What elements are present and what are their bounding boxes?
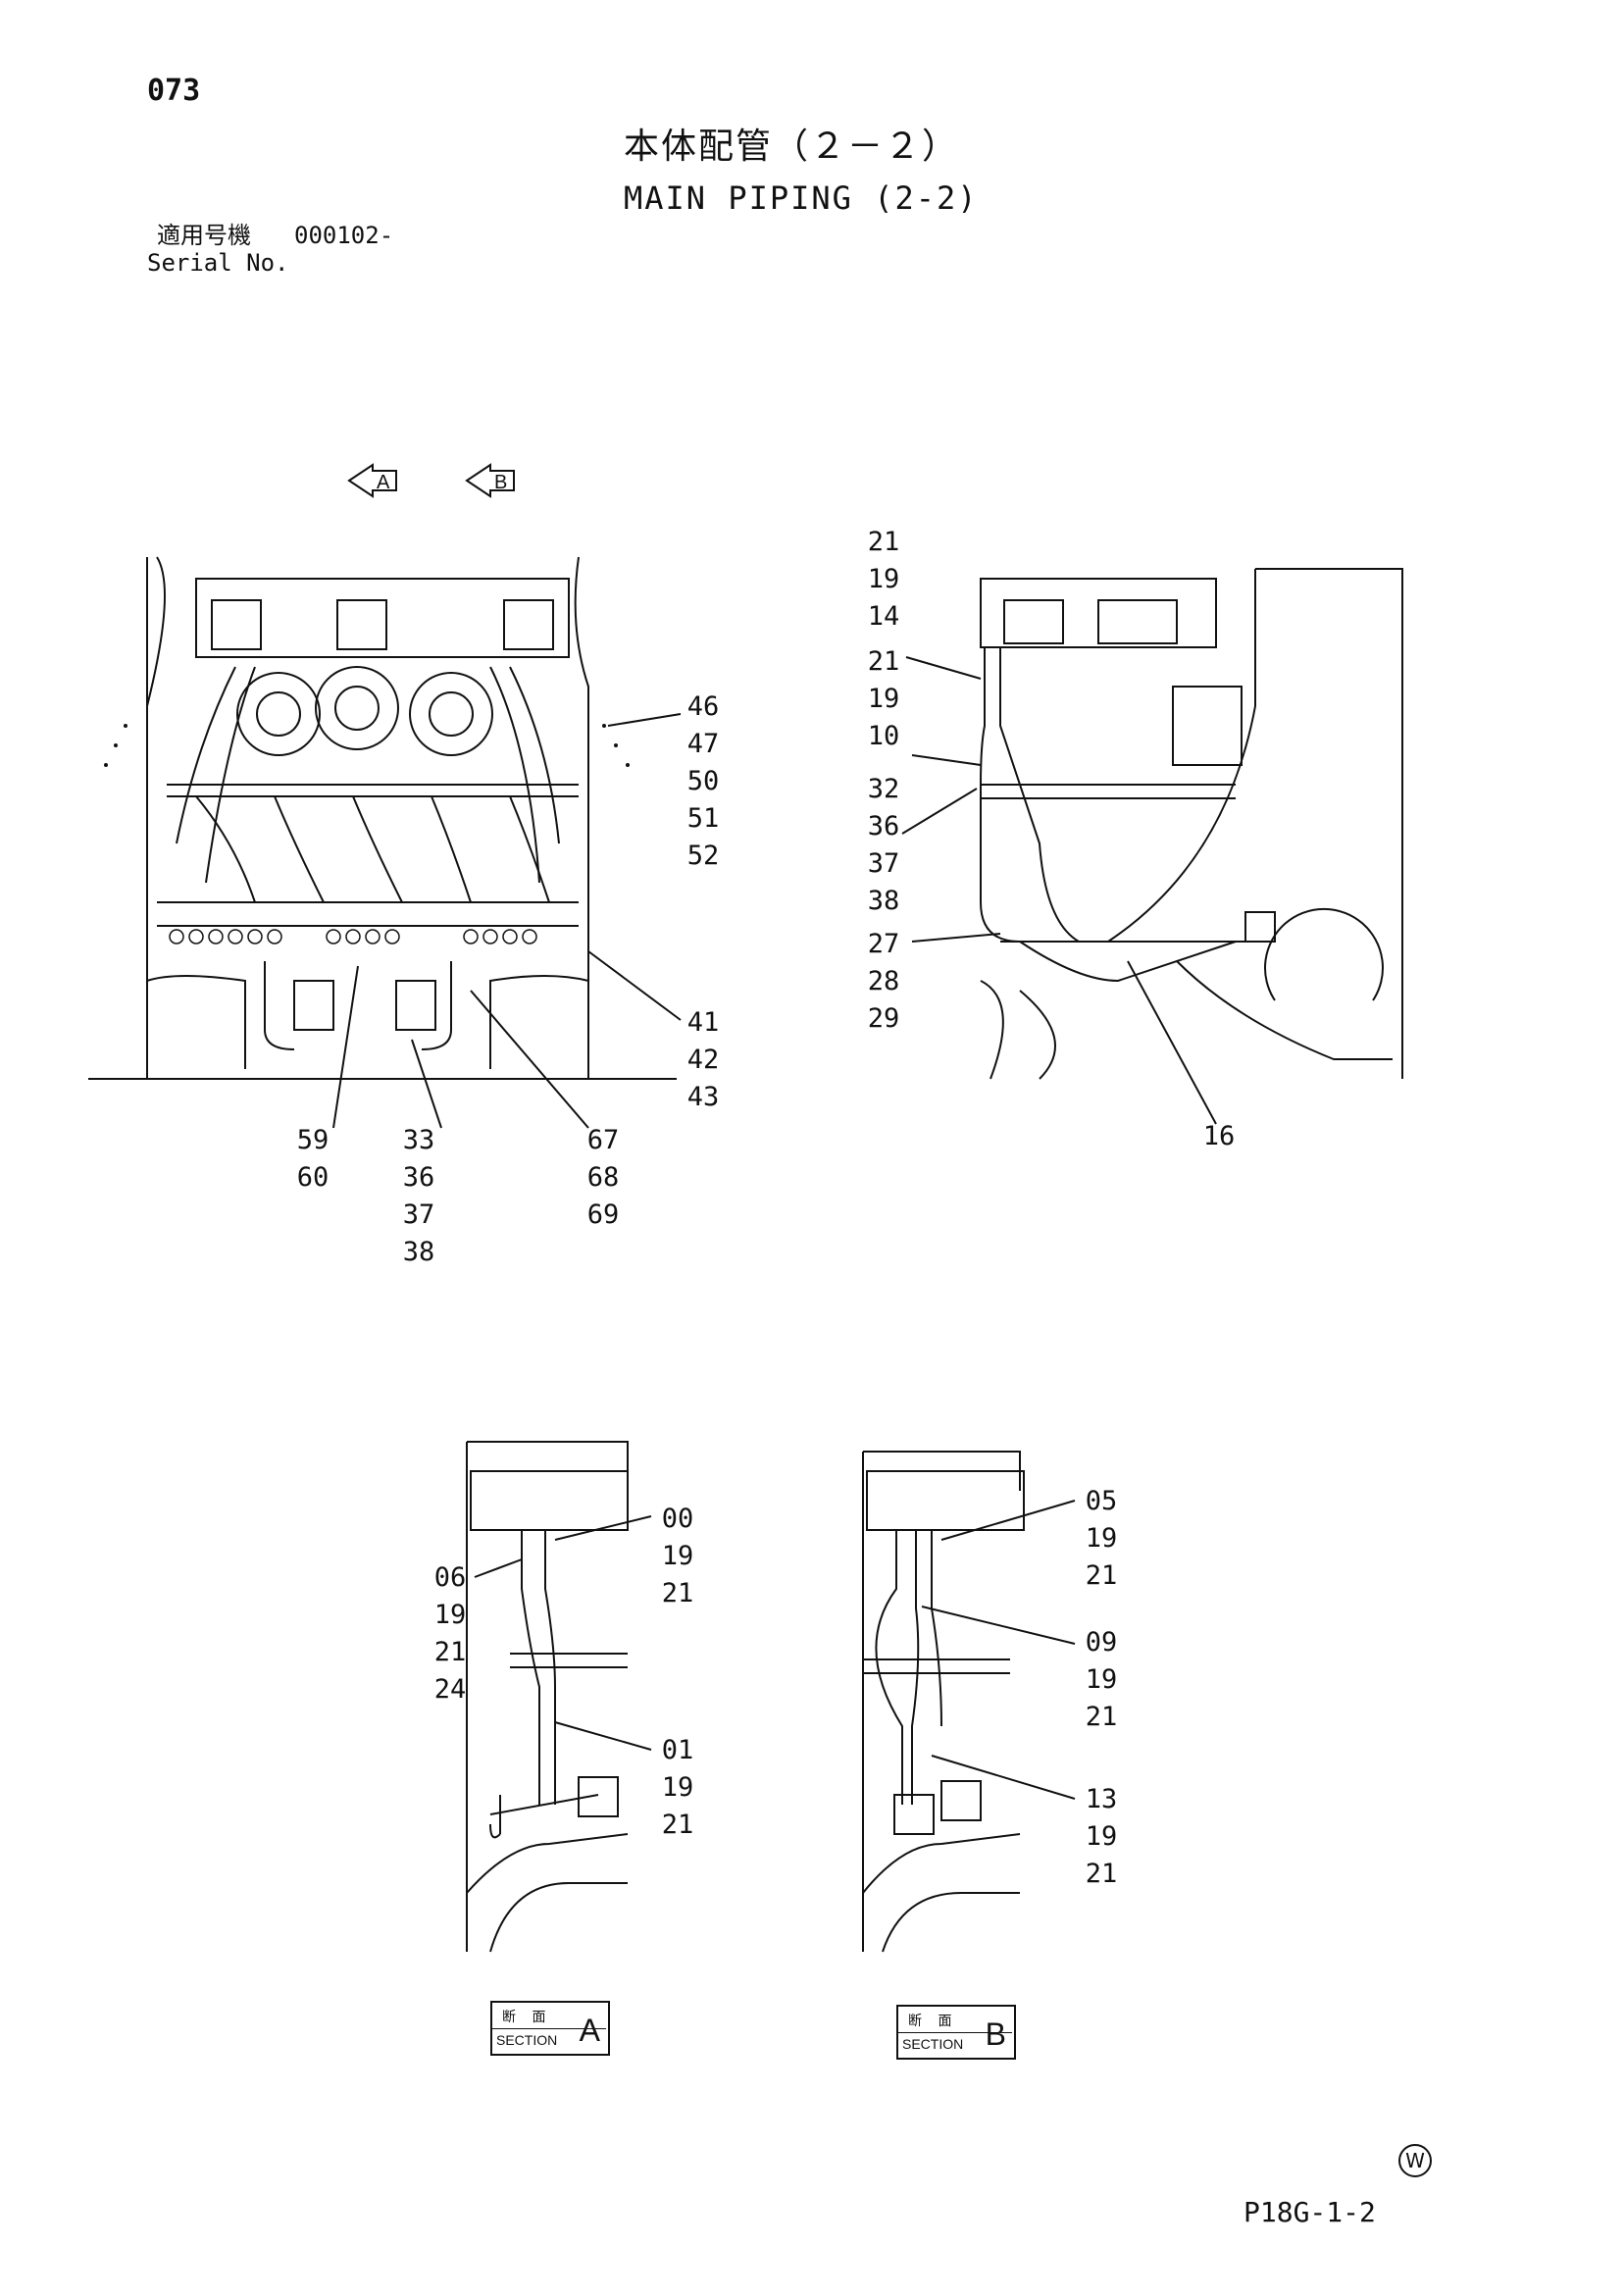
view-marker-a-icon: A	[347, 463, 397, 498]
section-a-drawing	[466, 1441, 652, 1953]
section-a-label: 断 面 SECTION A	[490, 2001, 610, 2056]
section-a-letter: A	[579, 2013, 600, 2048]
page-title-japanese: 本体配管（２－２）	[624, 127, 960, 167]
callout-16: 16	[1202, 1121, 1236, 1151]
side-view-drawing	[901, 568, 1403, 1125]
section-a-label-english: SECTION	[496, 2032, 558, 2048]
main-view-drawing	[88, 556, 682, 1129]
serial-label: Serial No.	[147, 249, 289, 277]
page-number: 073	[147, 74, 201, 108]
section-b-label: 断 面 SECTION B	[896, 2005, 1016, 2060]
section-a-label-japanese: 断 面	[502, 2010, 552, 2025]
section-b-label-japanese: 断 面	[908, 2014, 958, 2029]
serial-label-japanese: 適用号機	[157, 222, 251, 249]
view-marker-b-label: B	[494, 472, 507, 493]
view-marker-b-icon: B	[465, 463, 515, 498]
figure-code: P18G-1-2	[1243, 2196, 1376, 2228]
view-marker-a-label: A	[377, 472, 390, 493]
page-title: MAIN PIPING (2-2)	[624, 179, 979, 217]
serial-number-value: 000102-	[294, 222, 394, 249]
section-b-letter: B	[985, 2016, 1006, 2052]
circled-w-mark: W	[1398, 2144, 1432, 2177]
section-b-label-english: SECTION	[902, 2036, 964, 2052]
section-b-drawing	[862, 1451, 1076, 1953]
